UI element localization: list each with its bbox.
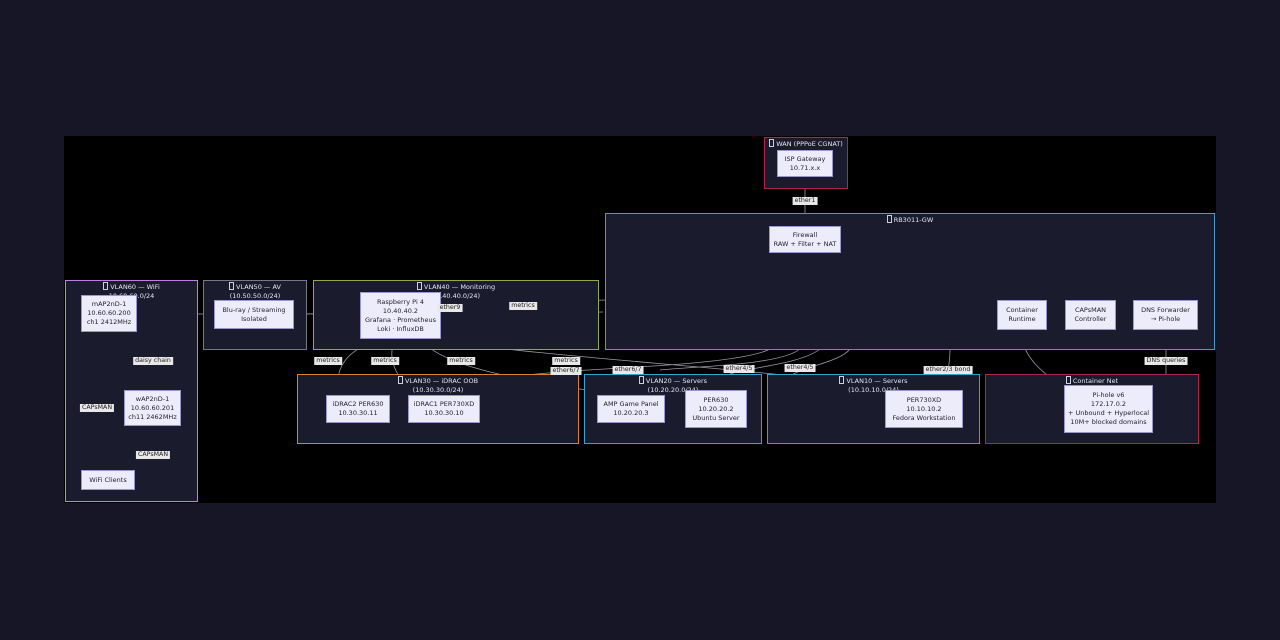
node-label: 172.17.0.2: [1090, 400, 1127, 408]
node-label: Isolated: [241, 314, 267, 323]
node-label: Ubuntu Server: [692, 413, 740, 422]
node-label: wAP2nD-1: [135, 394, 170, 403]
node-label: 10.30.30.10: [424, 409, 464, 417]
node-label: AMP Game Panel: [603, 400, 659, 408]
node-per730xd[interactable]: PER730XD 10.10.10.2 Fedora Workstation: [885, 390, 963, 428]
node-label: PER630: [703, 395, 729, 404]
node-label: 10.60.60.201: [130, 403, 175, 412]
node-label: ISP Gateway: [784, 154, 826, 163]
node-label: 10.20.20.3: [613, 409, 649, 417]
node-label: mAP2nD-1: [91, 300, 127, 308]
cluster-wan-title: WAN (PPPoE CGNAT): [776, 140, 843, 148]
cluster-gw: RB3011-GW: [605, 213, 1215, 350]
node-label: Blu-ray / Streaming: [222, 305, 286, 314]
cluster-vlan60-title: VLAN60 — WiFi: [110, 283, 160, 291]
edge-label-capsman-2: CAPsMAN: [135, 451, 171, 459]
edge-label-metrics-1: metrics: [314, 357, 342, 365]
cluster-vlan40-subnet: 10.40.40.0/24): [431, 291, 481, 300]
node-container-runtime[interactable]: Container Runtime: [997, 300, 1047, 330]
cluster-vlan40-title: VLAN40 — Monitoring: [423, 283, 496, 291]
edge-label-metrics-gw: metrics: [509, 302, 537, 310]
edge-label-ether6-a: ether6/7: [550, 367, 582, 375]
node-label: PER730XD: [906, 395, 942, 404]
node-label: 10.20.20.2: [698, 404, 734, 413]
cluster-gw-title: RB3011-GW: [893, 216, 934, 224]
node-label: Container: [1006, 306, 1038, 314]
node-pihole[interactable]: Pi-hole v6 172.17.0.2 + Unbound + Hyperl…: [1064, 385, 1153, 433]
cluster-vlan10-title: VLAN10 — Servers: [846, 377, 908, 385]
cluster-vlan10-subnet: (10.10.10.0/24): [848, 385, 899, 394]
node-bluray-streaming[interactable]: Blu-ray / Streaming Isolated: [214, 300, 294, 329]
node-wap2nd[interactable]: wAP2nD-1 10.60.60.201 ch11 2462MHz: [124, 390, 181, 426]
node-label: + Unbound + Hyperlocal: [1067, 409, 1150, 417]
node-capsman-controller[interactable]: CAPsMAN Controller: [1065, 300, 1116, 330]
node-label: Pi-hole v6: [1092, 391, 1125, 399]
node-label: WiFi Clients: [89, 475, 127, 484]
node-label: Firewall: [792, 230, 818, 239]
node-label: 10.10.10.2: [906, 404, 942, 413]
cluster-vlan30-subnet: (10.30.30.0/24): [412, 385, 464, 394]
edge-label-ether4-a: ether4/5: [723, 365, 755, 373]
node-wifi-clients[interactable]: WiFi Clients: [81, 470, 135, 490]
node-label: DNS Forwarder: [1141, 306, 1190, 314]
edge-label-capsman-1: CAPsMAN: [79, 404, 115, 412]
cluster-container-title: Container Net: [1072, 377, 1119, 385]
node-label: Grafana · Prometheus: [364, 315, 437, 324]
node-label: ch1 2412MHz: [86, 318, 132, 326]
node-label: RAW + Filter + NAT: [773, 239, 837, 248]
node-label: iDRAC2 PER630: [332, 400, 384, 408]
edge-label-ether2-3-bond: ether2/3 bond: [923, 366, 973, 374]
node-isp-gateway[interactable]: ISP Gateway 10.71.x.x: [777, 150, 833, 177]
node-label: iDRAC1 PER730XD: [413, 400, 475, 408]
node-label: 10.71.x.x: [789, 163, 821, 172]
node-per630[interactable]: PER630 10.20.20.2 Ubuntu Server: [685, 390, 747, 428]
node-idrac2[interactable]: iDRAC2 PER630 10.30.30.11: [326, 395, 390, 423]
node-label: Controller: [1074, 315, 1107, 323]
edge-label-daisy-chain: daisy chain: [133, 357, 173, 365]
cluster-vlan50-title: VLAN50 — AV: [236, 283, 281, 291]
edge-label-ether9: ether9: [437, 304, 463, 312]
node-map2nd[interactable]: mAP2nD-1 10.60.60.200 ch1 2412MHz: [81, 295, 137, 332]
node-label: Fedora Workstation: [892, 413, 956, 422]
node-label: → Pi-hole: [1150, 315, 1181, 323]
node-label: CAPsMAN: [1074, 306, 1107, 314]
edge-label-ether4-b: ether4/5: [784, 364, 816, 372]
edge-label-dns-queries: DNS queries: [1144, 357, 1188, 365]
edge-label-ether1: ether1: [792, 197, 818, 205]
cluster-vlan50-subnet: (10.50.50.0/24): [229, 291, 281, 300]
cluster-vlan20-title: VLAN20 — Servers: [645, 377, 708, 385]
node-label: ch11 2462MHz: [128, 412, 177, 421]
node-raspberry-pi[interactable]: Raspberry Pi 4 10.40.40.2 Grafana · Prom…: [360, 292, 441, 339]
edge-label-metrics-3: metrics: [447, 357, 475, 365]
edge-label-ether6-b: ether6/7: [612, 366, 644, 374]
node-label: Runtime: [1008, 315, 1036, 323]
node-idrac1[interactable]: iDRAC1 PER730XD 10.30.30.10: [408, 395, 480, 423]
node-label: 10.40.40.2: [382, 306, 419, 315]
node-label: Raspberry Pi 4: [377, 297, 424, 306]
node-dns-forwarder[interactable]: DNS Forwarder → Pi-hole: [1133, 300, 1198, 330]
node-label: 10M+ blocked domains: [1070, 418, 1147, 426]
edge-label-metrics-2: metrics: [371, 357, 399, 365]
cluster-vlan30-title: VLAN30 — iDRAC OOB: [404, 377, 479, 385]
node-label: Loki · InfluxDB: [377, 324, 424, 333]
node-label: 10.60.60.200: [87, 309, 131, 317]
edge-label-metrics-4: metrics: [552, 357, 580, 365]
node-amp-game-panel[interactable]: AMP Game Panel 10.20.20.3: [597, 395, 665, 423]
node-firewall[interactable]: Firewall RAW + Filter + NAT: [769, 226, 841, 253]
node-label: 10.30.30.11: [338, 409, 378, 417]
cluster-vlan20-subnet: (10.20.20.0/24): [647, 385, 699, 394]
